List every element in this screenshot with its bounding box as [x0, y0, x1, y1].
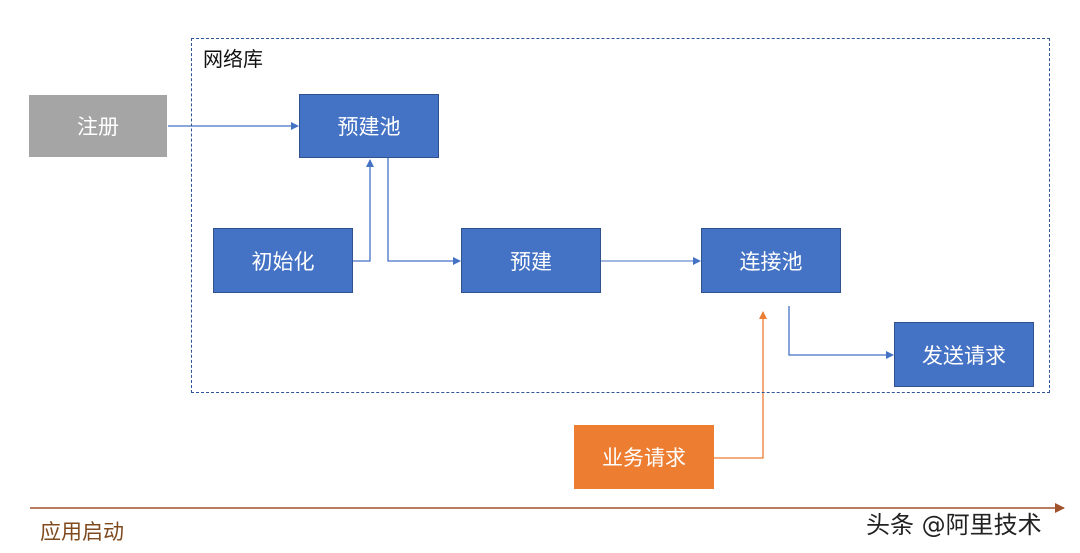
init-node: 初始化 [213, 228, 353, 293]
send-request-node: 发送请求 [894, 322, 1034, 387]
arrow-biz-request-to-conn-pool [714, 311, 767, 459]
arrow-conn-pool-to-send-request [788, 306, 894, 359]
biz-request-node: 业务请求 [574, 425, 714, 489]
network-library-group [191, 38, 1050, 393]
network-library-label: 网络库 [203, 47, 263, 71]
watermark: 头条 @阿里技术 [866, 511, 1042, 539]
register-node: 注册 [29, 95, 167, 157]
arrow-prebuild-pool-to-prebuild [387, 158, 461, 265]
arrow-init-to-prebuild-pool [353, 159, 374, 262]
prebuild-pool-node: 预建池 [299, 94, 439, 158]
conn-pool-node: 连接池 [701, 228, 841, 293]
prebuild-node: 预建 [461, 228, 601, 293]
timeline-label: 应用启动 [40, 520, 124, 544]
